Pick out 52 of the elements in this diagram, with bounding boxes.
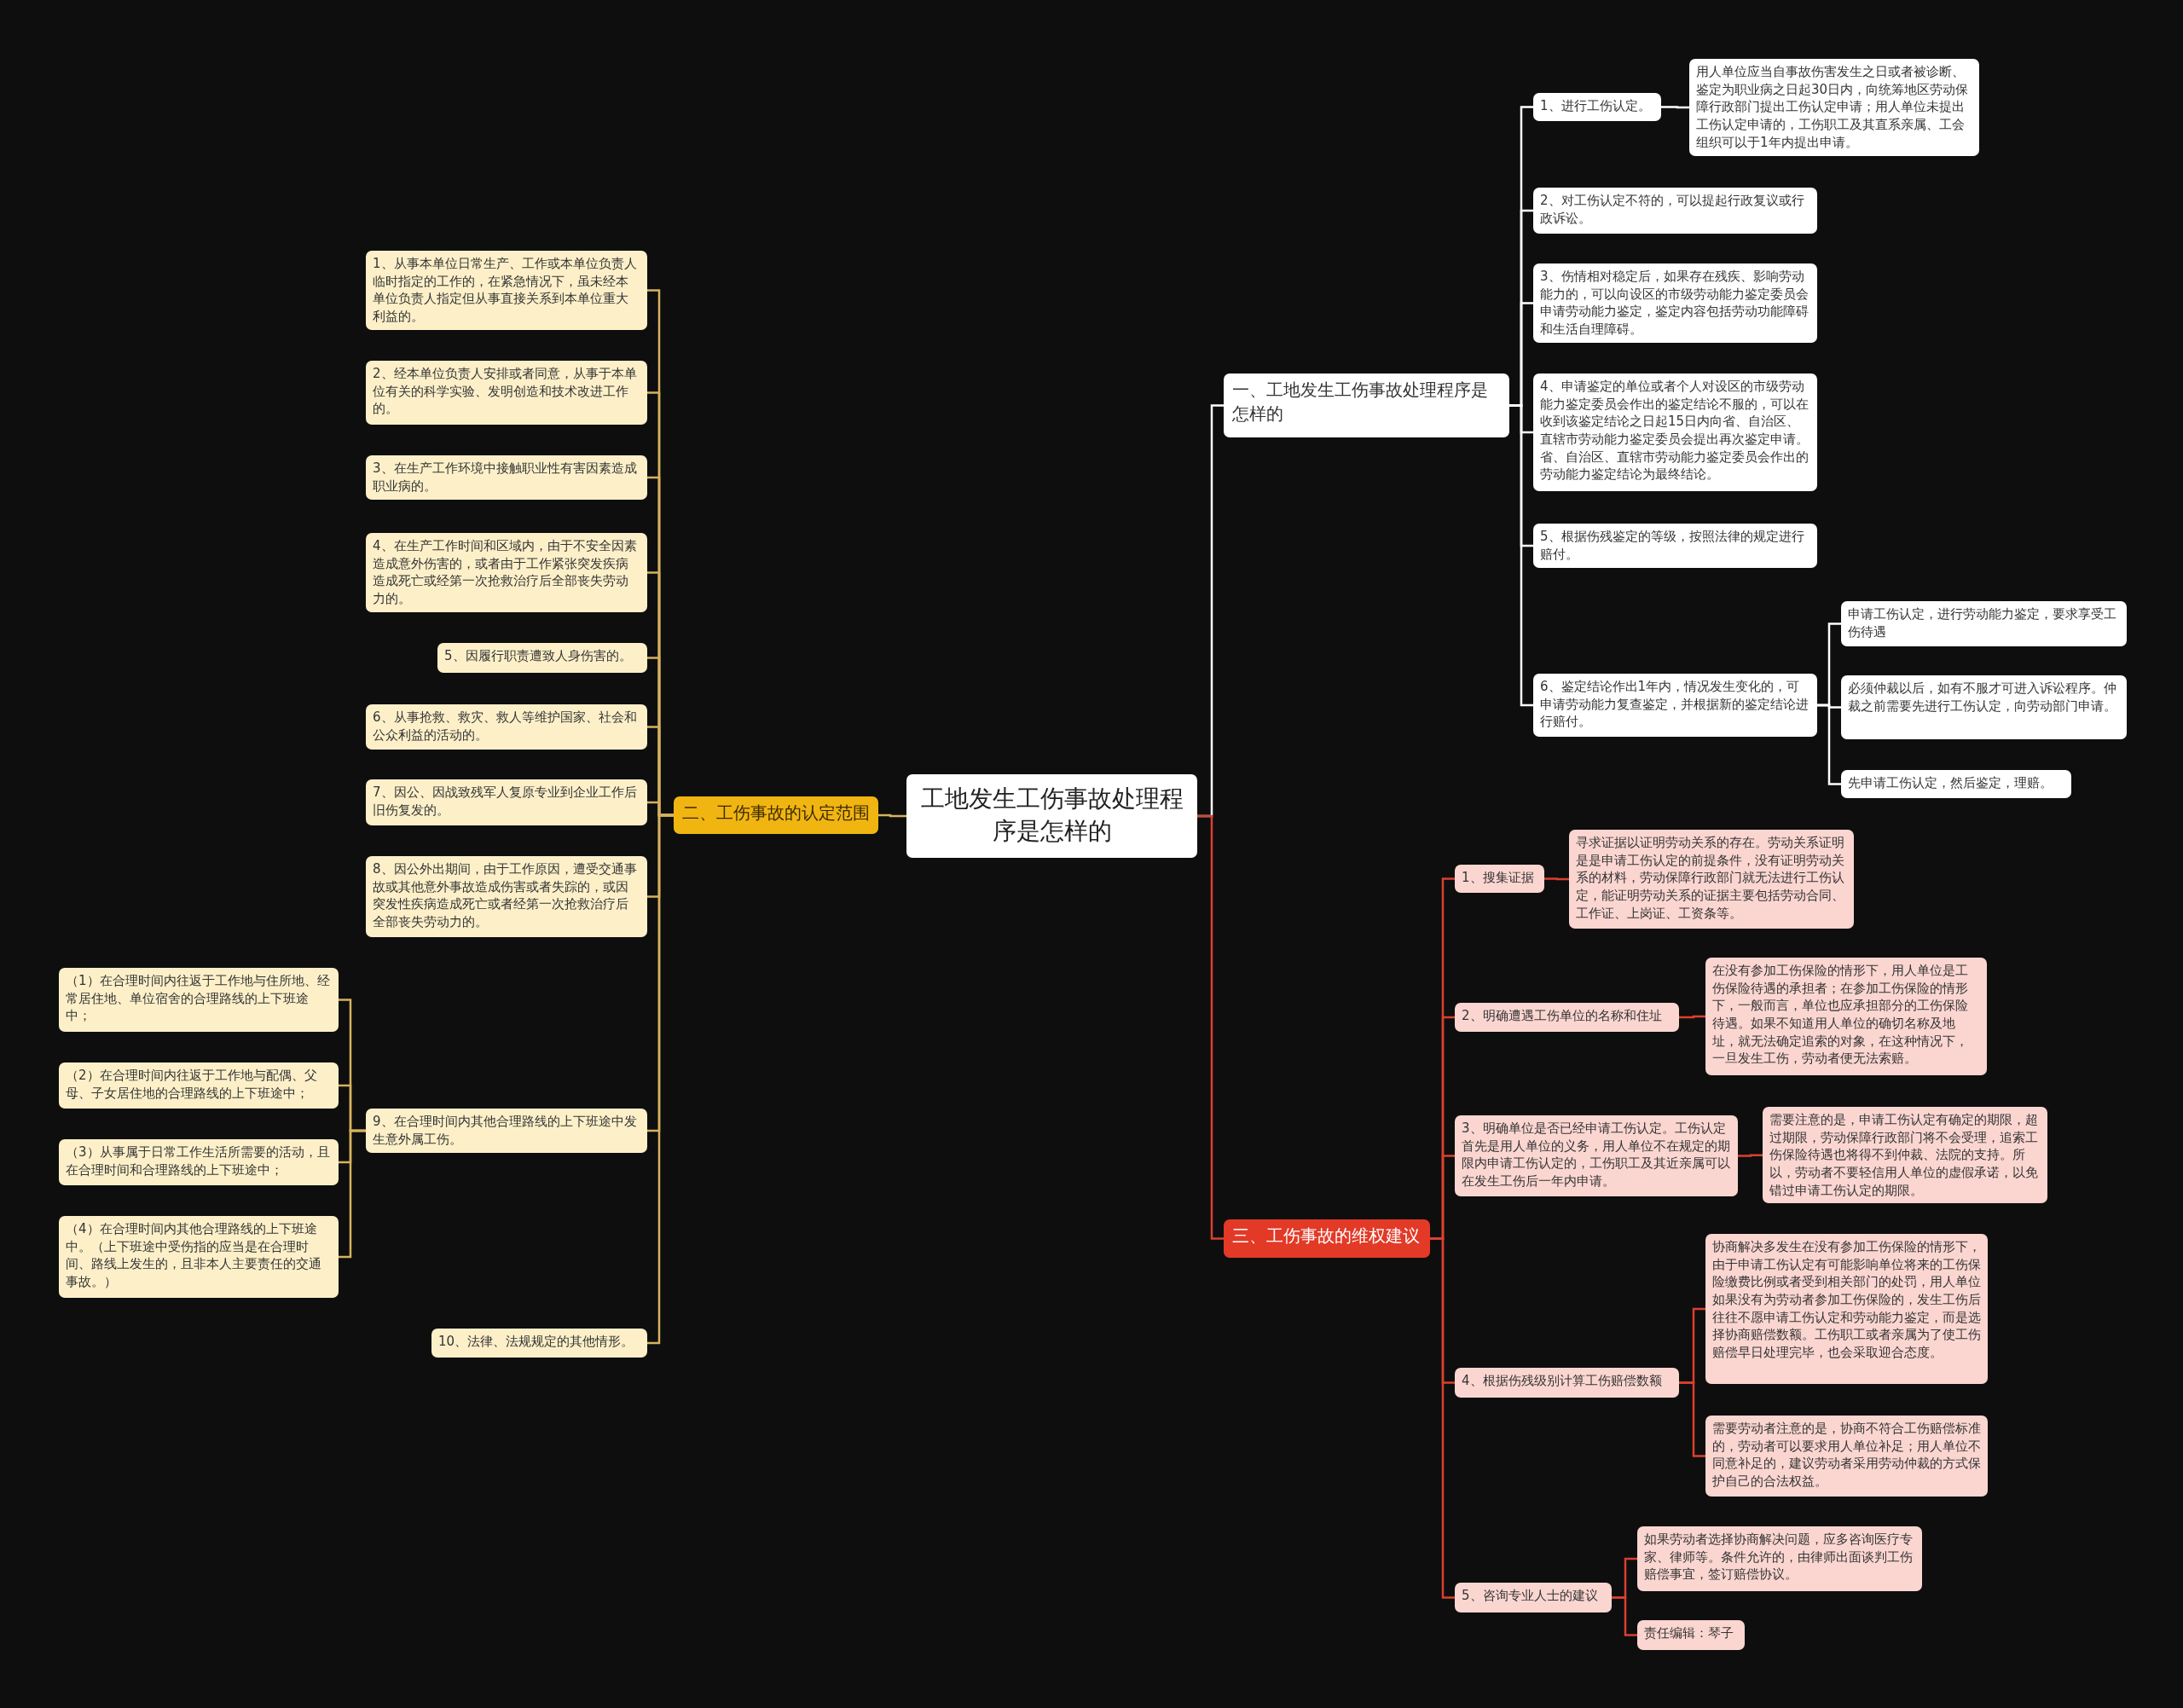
branch-topic: 二、工伤事故的认定范围 (674, 796, 878, 834)
connector-line (339, 1129, 366, 1259)
subtopic-card: 责任编辑：琴子 (1637, 1620, 1745, 1650)
subtopic-card: （3）从事属于日常工作生活所需要的活动，且在合理时间和合理路线的上下班途中； (59, 1139, 339, 1185)
connector-line (1430, 1237, 1455, 1599)
subtopic-card: 10、法律、法规规定的其他情形。 (431, 1329, 647, 1358)
branch-topic: 三、工伤事故的维权建议 (1224, 1219, 1430, 1258)
central-topic: 工地发生工伤事故处理程序是怎样的 (906, 774, 1197, 858)
subtopic-card: 2、明确遭遇工伤单位的名称和住址 (1455, 1003, 1679, 1032)
subtopic-card: 4、申请鉴定的单位或者个人对设区的市级劳动能力鉴定委员会作出的鉴定结论不服的，可以在收到该鉴定结论之日起15日内向省、自治区、直辖市劳动能力鉴定委员会提出再次鉴定申请。省、自治区、直辖市劳动能力鉴定委员会作出的劳动能力鉴定结论为最终结论。 (1533, 373, 1817, 491)
subtopic-card: 5、因履行职责遭致人身伤害的。 (437, 643, 647, 673)
connector-line (1661, 106, 1689, 109)
subtopic-card: 8、因公外出期间，由于工作原因，遭受交通事故或其他意外事故造成伤害或者失踪的，或因突发性疾病造成死亡或者经第一次抢救治疗后全部丧失劳动力的。 (366, 856, 647, 937)
subtopic-card: 6、鉴定结论作出1年内，情况发生变化的，可申请劳动能力复查鉴定，并根据新的鉴定结论进行赔付。 (1533, 674, 1817, 737)
subtopic-card: 申请工伤认定，进行劳动能力鉴定，要求享受工伤待遇 (1841, 601, 2127, 646)
subtopic-card: 6、从事抢救、救灾、救人等维护国家、社会和公众利益的活动的。 (366, 704, 647, 750)
subtopic-card: 4、根据伤残级别计算工伤赔偿数额 (1455, 1368, 1679, 1398)
subtopic-card: 2、对工伤认定不符的，可以提起行政复议或行政诉讼。 (1533, 188, 1817, 234)
branch-topic: 一、工地发生工伤事故处理程序是怎样的 (1224, 373, 1509, 437)
connector-line (1612, 1596, 1637, 1636)
subtopic-card: （1）在合理时间内往返于工作地与住所地、经常居住地、单位宿舍的合理路线的上下班途中； (59, 968, 339, 1032)
subtopic-card: 用人单位应当自事故伤害发生之日或者被诊断、鉴定为职业病之日起30日内，向统筹地区劳动保障行政部门提出工伤认定申请；用人单位未提出工伤认定申请的，工伤职工及其直系亲属、工会组织可以于1年内提出申请。 (1689, 59, 1979, 156)
subtopic-card: 协商解决多发生在没有参加工伤保险的情形下，由于申请工伤认定有可能影响单位将来的工伤保险缴费比例或者受到相关部门的处罚，用人单位如果没有为劳动者参加工伤保险的，发生工伤后往往不愿申请工伤认定和劳动能力鉴定，而是选择协商赔偿数额。工伤职工或者亲属为了使工伤赔偿早日处理完毕，也会采取迎合态度。 (1705, 1234, 1988, 1384)
subtopic-card: 1、搜集证据 (1455, 865, 1544, 893)
subtopic-card: 需要劳动者注意的是，协商不符合工伤赔偿标准的，劳动者可以要求用人单位补足；用人单位不同意补足的，建议劳动者采用劳动仲裁的方式保护自己的合法权益。 (1705, 1416, 1988, 1497)
subtopic-card: 先申请工伤认定，然后鉴定，理赔。 (1841, 770, 2071, 798)
subtopic-card: 1、进行工伤认定。 (1533, 93, 1661, 121)
subtopic-card: 5、咨询专业人士的建议 (1455, 1583, 1612, 1612)
subtopic-card: 需要注意的是，申请工伤认定有确定的期限，超过期限，劳动保障行政部门将不会受理，追索工伤保险待遇也将得不到仲裁、法院的支持。所以，劳动者不要轻信用人单位的虚假承诺，以免错过申请工伤认定的期限。 (1763, 1107, 2047, 1204)
subtopic-card: （4）在合理时间内其他合理路线的上下班途中。（上下班途中受伤指的应当是在合理时间、路线上发生的，且非本人主要责任的交通事故。） (59, 1216, 339, 1298)
subtopic-card: 9、在合理时间内其他合理路线的上下班途中发生意外属工伤。 (366, 1109, 647, 1153)
connector-line (1738, 1154, 1763, 1157)
connector-line (1544, 877, 1569, 881)
connector-line (1197, 814, 1224, 1240)
subtopic-card: 5、根据伤残鉴定的等级，按照法律的规定进行赔付。 (1533, 524, 1817, 568)
subtopic-card: 2、经本单位负责人安排或者同意，从事于本单位有关的科学实验、发明创造和技术改进工作的。 (366, 361, 647, 425)
subtopic-card: 3、明确单位是否已经申请工伤认定。工伤认定首先是用人单位的义务，用人单位不在规定的期限内申请工伤认定的，工伤职工及其近亲属可以在发生工伤后一年内申请。 (1455, 1115, 1738, 1196)
connector-line (878, 813, 906, 818)
subtopic-card: 4、在生产工作时间和区域内，由于不安全因素造成意外伤害的，或者由于工作紧张突发疾病造成死亡或经第一次抢救治疗后全部丧失劳动力的。 (366, 533, 647, 612)
connector-line (1509, 404, 1533, 707)
subtopic-card: 如果劳动者选择协商解决问题，应多咨询医疗专家、律师等。条件允许的，由律师出面谈判工伤赔偿事宜，签订赔偿协议。 (1637, 1526, 1922, 1591)
connector-line (1679, 1015, 1705, 1019)
subtopic-card: 1、从事本单位日常生产、工作或本单位负责人临时指定的工作的，在紧急情况下，虽未经本单位负责人指定但从事直接关系到本单位重大利益的。 (366, 251, 647, 330)
subtopic-card: （2）在合理时间内往返于工作地与配偶、父母、子女居住地的合理路线的上下班途中； (59, 1062, 339, 1109)
connector-line (1679, 1381, 1705, 1457)
subtopic-card: 寻求证据以证明劳动关系的存在。劳动关系证明是是申请工伤认定的前提条件，没有证明劳动关系的材料，劳动保障行政部门就无法进行工伤认定，能证明劳动关系的证据主要包括劳动合同、工作证、上岗证、工资条等。 (1569, 830, 1854, 929)
subtopic-card: 3、在生产工作环境中接触职业性有害因素造成职业病的。 (366, 455, 647, 500)
subtopic-card: 必须仲裁以后，如有不服才可进入诉讼程序。仲裁之前需要先进行工伤认定，向劳动部门申请。 (1841, 675, 2127, 739)
connector-line (1817, 703, 1841, 785)
subtopic-card: 7、因公、因战致残军人复原专业到企业工作后旧伤复发的。 (366, 779, 647, 825)
subtopic-card: 3、伤情相对稳定后，如果存在残疾、影响劳动能力的，可以向设区的市级劳动能力鉴定委员会申请劳动能力鉴定，鉴定内容包括劳动功能障碍和生活自理障碍。 (1533, 263, 1817, 343)
subtopic-card: 在没有参加工伤保险的情形下，用人单位是工伤保险待遇的承担者；在参加工伤保险的情形下，一般而言，单位也应承担部分的工伤保险待遇。如果不知道用人单位的确切名称及地址，就无法确定追索的对象，在这种情况下，一旦发生工伤，劳动者便无法索赔。 (1705, 958, 1987, 1075)
